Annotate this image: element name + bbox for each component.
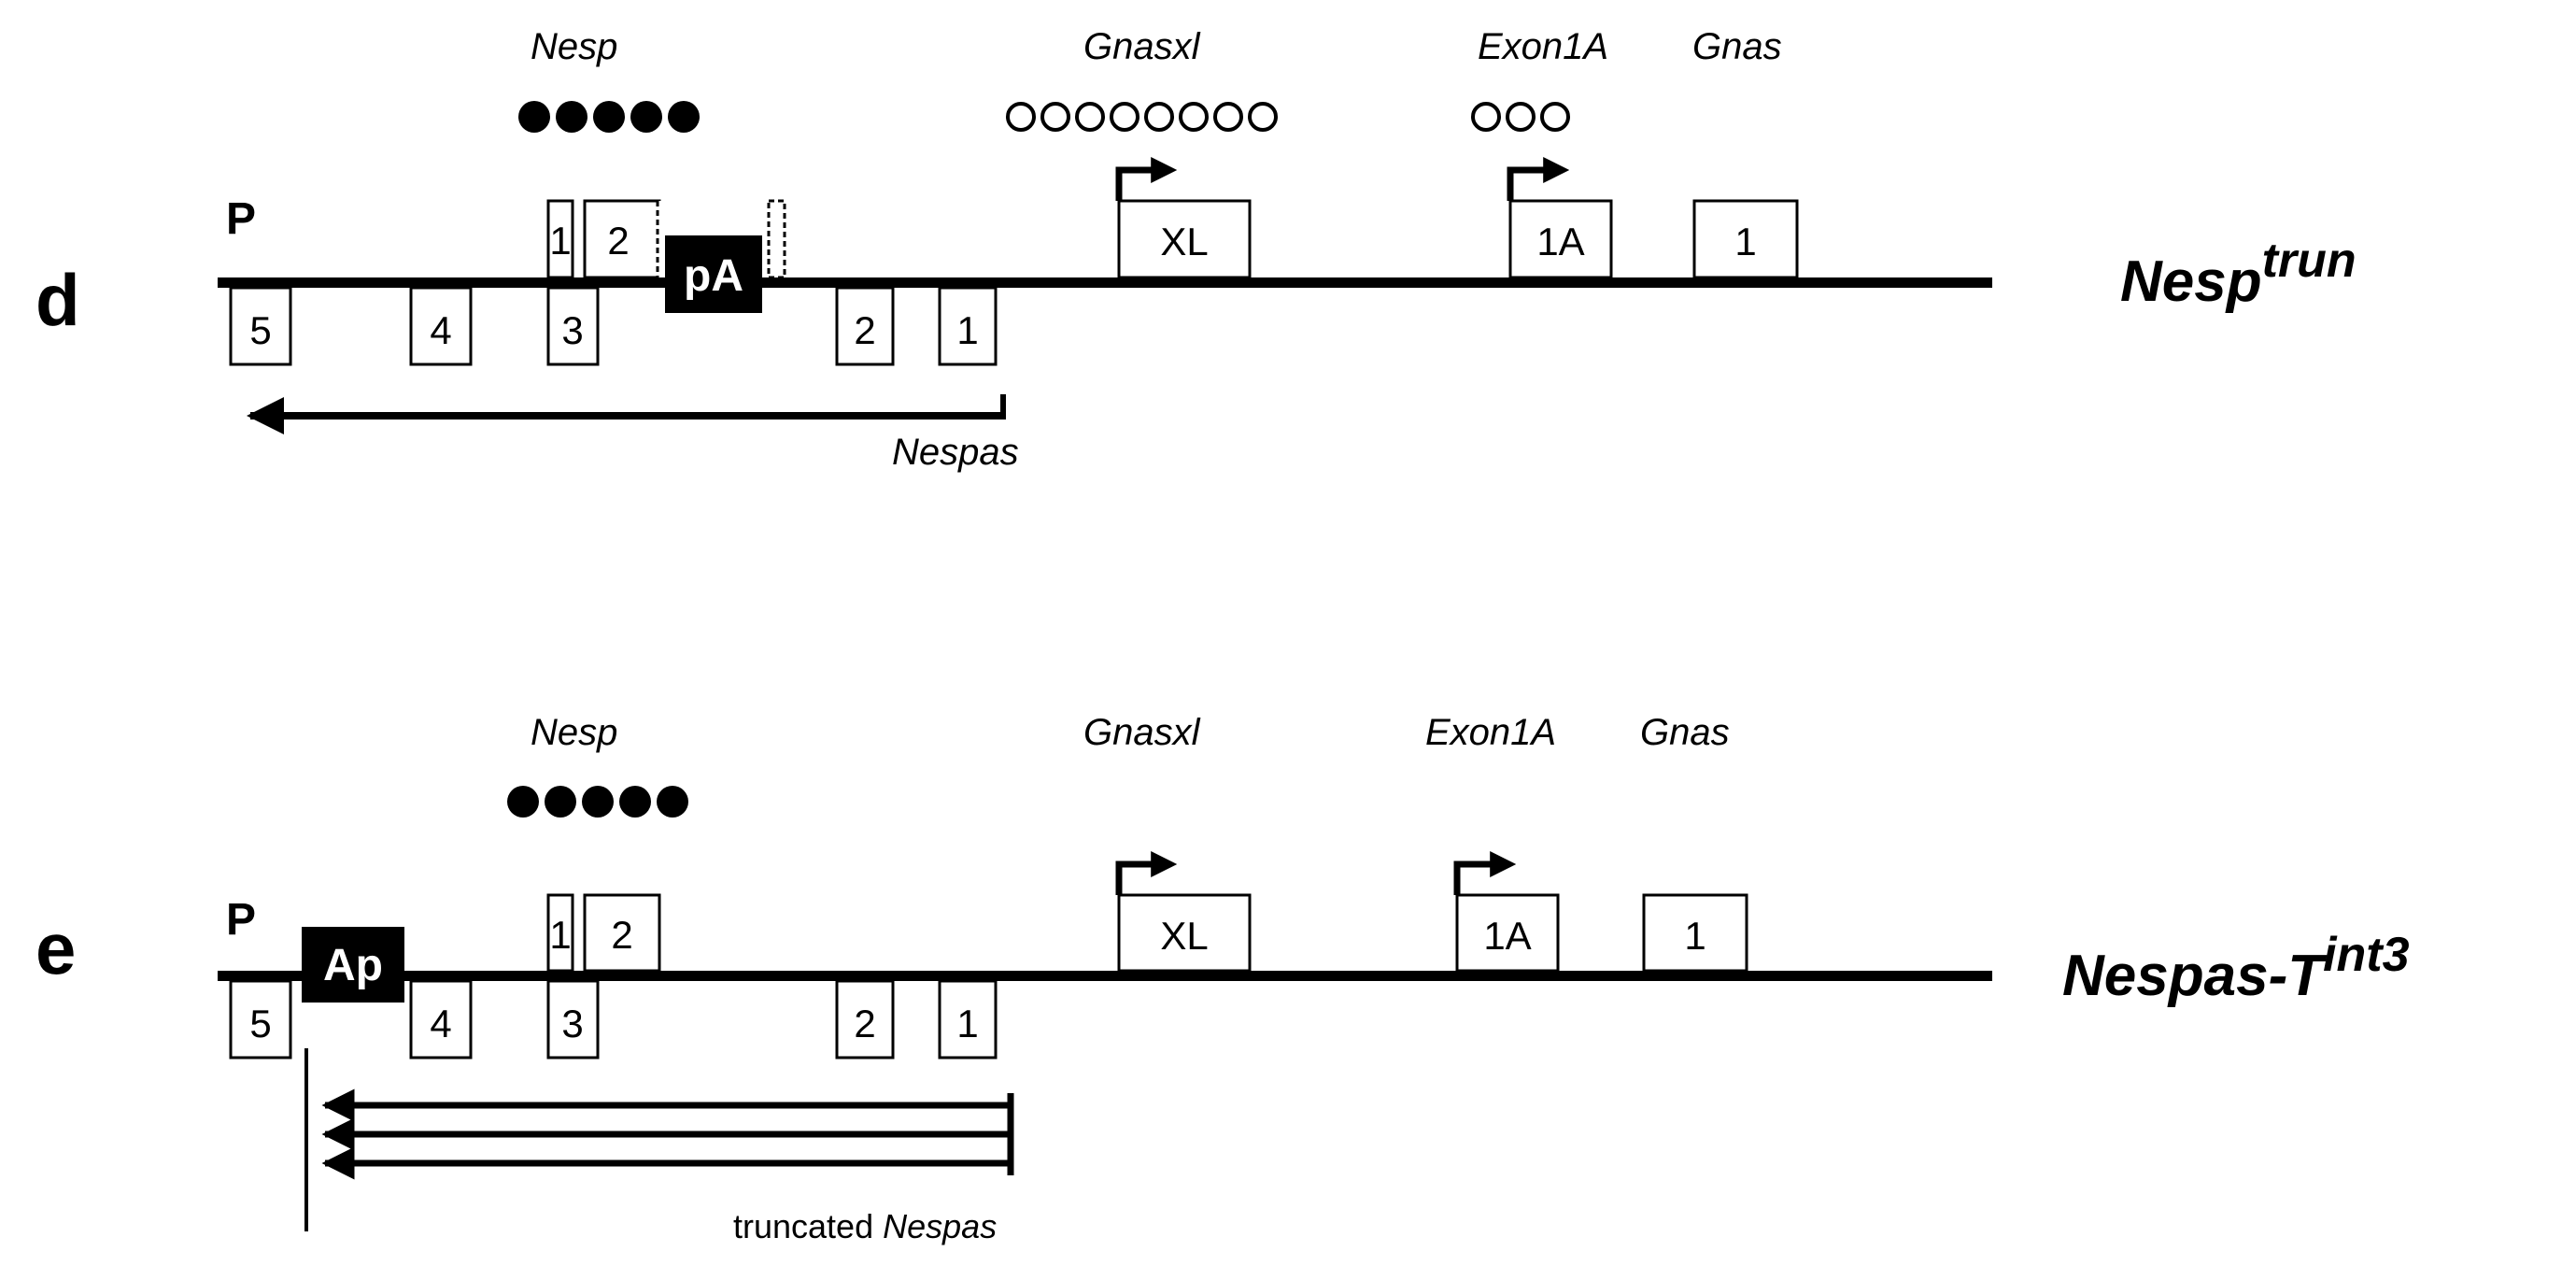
- gene-label-nesp: Nesp: [531, 26, 617, 67]
- unmethylated-cpg: [1471, 102, 1501, 132]
- methylated-cpg: [556, 101, 587, 133]
- gene-label-nesp: Nesp: [531, 712, 617, 753]
- nespas-exon-1-label: 1: [956, 308, 978, 352]
- gnas-exon-1-label: 1: [1684, 914, 1706, 958]
- allele-name: Nespas-Tint3: [2062, 928, 2410, 1008]
- nespas-exon-5-box: [229, 979, 292, 1060]
- promoter-arrow-icon: [1507, 157, 1570, 201]
- xl-exon-box: [1117, 893, 1252, 973]
- exon-1a-label: 1A: [1483, 914, 1531, 958]
- unmethylated-cpg: [1006, 102, 1036, 132]
- nespas-exon-3-label: 3: [561, 1002, 583, 1045]
- panel-letter: e: [35, 907, 76, 989]
- methylation-open-gnasxl: [1006, 102, 1278, 132]
- gene-label-gnas: Gnas: [1692, 26, 1782, 67]
- xl-exon-box: [1117, 199, 1252, 279]
- gene-label-gnas: Gnas: [1640, 712, 1730, 753]
- allele-name: Nesptrun: [2120, 234, 2357, 314]
- nespas-exon-4-label: 4: [430, 1002, 451, 1045]
- unmethylated-cpg: [1040, 102, 1070, 132]
- gnas-exon-1-label: 1: [1734, 220, 1756, 263]
- exon-1a-label: 1A: [1536, 220, 1584, 263]
- methylation-filled-nesp: [507, 786, 688, 818]
- methylated-cpg: [668, 101, 700, 133]
- unmethylated-cpg: [1144, 102, 1174, 132]
- methylation-filled-nesp: [518, 101, 700, 133]
- paternal-label: P: [226, 194, 256, 244]
- gene-label-exon1a: Exon1A: [1478, 26, 1608, 67]
- unmethylated-cpg: [1213, 102, 1243, 132]
- nesp-exon-2-box: [583, 199, 661, 279]
- nespas-exon-2-box: [835, 286, 895, 366]
- methylated-cpg: [518, 101, 550, 133]
- unmethylated-cpg: [1506, 102, 1536, 132]
- nespas-exon-3-box: [546, 979, 600, 1060]
- nesp-exon-1-box: [546, 893, 574, 973]
- methylated-cpg: [630, 101, 662, 133]
- nespas-exon-1-box: [938, 979, 998, 1060]
- unmethylated-cpg: [1248, 102, 1278, 132]
- exon-1a-box: [1508, 199, 1613, 279]
- chromosome-line: [218, 277, 1992, 288]
- nespas-exon-2-label: 2: [854, 1002, 875, 1045]
- gnas-exon-1-box: [1642, 893, 1748, 973]
- nesp-exon-1-label: 1: [549, 219, 571, 263]
- pa-cassette-box: [665, 235, 762, 313]
- panel-d: d Nesp Gnasxl Exon1A Gnas: [35, 26, 2357, 473]
- nespas-exon-4-box: [409, 286, 473, 366]
- gnas-exon-1-box: [1692, 199, 1799, 279]
- nespas-exon-3-label: 3: [561, 308, 583, 352]
- nesp-exon-1-box: [546, 199, 574, 279]
- nespas-exon-2-label: 2: [854, 308, 875, 352]
- pa-cassette-label: pA: [684, 251, 743, 301]
- unmethylated-cpg: [1075, 102, 1105, 132]
- promoter-arrow-icon: [1115, 851, 1178, 895]
- unmethylated-cpg: [1179, 102, 1209, 132]
- unmethylated-cpg: [1110, 102, 1139, 132]
- nespas-exon-1-label: 1: [956, 1002, 978, 1045]
- chromosome-line: [218, 971, 1992, 981]
- methylation-open-exon1a: [1471, 102, 1570, 132]
- exon-stub-box: [767, 199, 786, 279]
- nespas-transcript-label: Nespas: [892, 432, 1019, 473]
- panel-e: e Nesp Gnasxl Exon1A Gnas P 1 2 XL 1A 1 …: [35, 712, 2410, 1245]
- nespas-exon-3-box: [546, 286, 600, 366]
- exon-1a-box: [1455, 893, 1560, 973]
- nesp-exon-2-label: 2: [611, 913, 632, 957]
- paternal-label: P: [226, 895, 256, 945]
- methylated-cpg: [657, 786, 688, 818]
- promoter-arrow-icon: [1115, 157, 1178, 201]
- nespas-exon-1-box: [938, 286, 998, 366]
- ap-cassette-label: Ap: [323, 941, 383, 990]
- panel-letter: d: [35, 259, 80, 341]
- gene-label-gnasxl: Gnasxl: [1083, 712, 1201, 753]
- nespas-exon-5-label: 5: [249, 308, 271, 352]
- xl-exon-label: XL: [1160, 914, 1208, 958]
- nespas-exon-4-label: 4: [430, 308, 451, 352]
- nesp-exon-1-label: 1: [549, 913, 571, 957]
- nespas-exon-2-box: [835, 979, 895, 1060]
- ap-cassette-box: [302, 927, 404, 1003]
- unmethylated-cpg: [1540, 102, 1570, 132]
- nesp-exon-2-label: 2: [607, 219, 629, 263]
- gene-label-exon1a: Exon1A: [1425, 712, 1556, 753]
- nespas-exon-5-box: [229, 286, 292, 366]
- methylated-cpg: [507, 786, 539, 818]
- xl-exon-label: XL: [1160, 220, 1208, 263]
- gene-label-gnasxl: Gnasxl: [1083, 26, 1201, 67]
- methylated-cpg: [545, 786, 576, 818]
- methylated-cpg: [593, 101, 625, 133]
- nespas-exon-4-box: [409, 979, 473, 1060]
- nespas-exon-5-label: 5: [249, 1002, 271, 1045]
- nesp-exon-2-box: [583, 893, 661, 973]
- methylated-cpg: [619, 786, 651, 818]
- promoter-arrow-icon: [1453, 851, 1517, 895]
- methylated-cpg: [582, 786, 614, 818]
- truncated-nespas-label: truncated Nespas: [733, 1207, 997, 1245]
